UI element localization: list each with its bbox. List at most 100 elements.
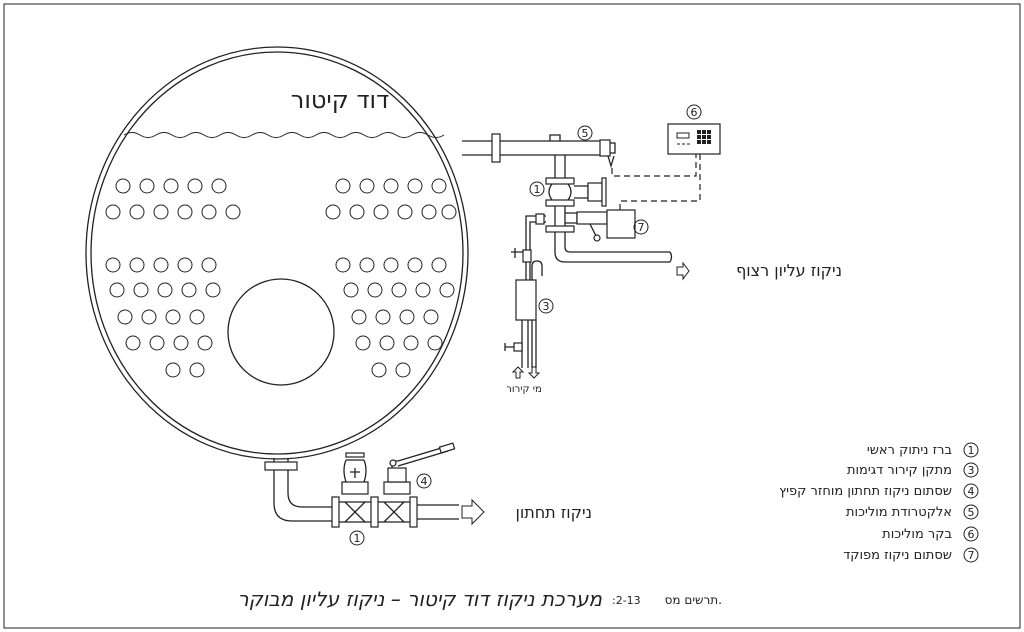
svg-text:ברז ניתוק ראשי: ברז ניתוק ראשי	[867, 443, 952, 458]
sample-cooler	[515, 279, 537, 321]
boiler-tube	[153, 257, 169, 273]
boiler-tube	[129, 204, 145, 220]
boiler-tube	[415, 282, 431, 298]
boiler-tube	[187, 178, 203, 194]
signal-line-valve	[619, 154, 701, 210]
boiler-tube	[129, 257, 145, 273]
keypad-key	[707, 135, 711, 139]
boiler-title: דוד קיטור	[291, 86, 389, 114]
boiler-tube	[395, 362, 411, 378]
furnace-tube	[227, 278, 335, 386]
water-level-line	[123, 132, 445, 138]
svg-text:4: 4	[968, 485, 975, 498]
boiler-tube	[225, 204, 241, 220]
boiler-tube	[431, 178, 447, 194]
boiler-tube	[109, 282, 125, 298]
boiler-tube	[157, 282, 173, 298]
top-blowdown-piping	[462, 133, 673, 379]
svg-text:שסתום ניקוז תחתון מוחזר קפיץ: שסתום ניקוז תחתון מוחזר קפיץ	[779, 484, 952, 499]
boiler-tube	[189, 362, 205, 378]
drawing-number: :2-13	[612, 594, 641, 607]
boiler-tube	[431, 257, 447, 273]
svg-text:3: 3	[543, 300, 550, 313]
boiler-tube	[125, 335, 141, 351]
callout-7: 7	[633, 219, 649, 235]
callout-4: 4	[416, 473, 432, 489]
svg-text:1: 1	[354, 532, 361, 545]
boiler-tube	[105, 204, 121, 220]
callout-3: 3	[538, 298, 554, 314]
boiler-tube	[423, 309, 439, 325]
svg-text:1: 1	[968, 444, 975, 457]
svg-text:6: 6	[691, 106, 698, 119]
svg-text:1: 1	[534, 183, 541, 196]
conductivity-electrode	[599, 139, 611, 157]
callout-6: 6	[686, 104, 702, 120]
bottom-blowdown-piping	[264, 442, 459, 528]
svg-text:6: 6	[968, 528, 975, 541]
boiler-shell	[85, 46, 469, 460]
boiler-tube	[367, 282, 383, 298]
boiler-tube	[439, 282, 455, 298]
conductivity-controller	[667, 123, 721, 155]
legend-item: 3 מתקן קירור דגימות	[847, 462, 979, 478]
cooling-water-label: מי קירור	[506, 384, 542, 395]
svg-text:4: 4	[421, 475, 428, 488]
boiler-tube	[343, 282, 359, 298]
boiler-tube	[181, 282, 197, 298]
boiler-tube	[427, 335, 443, 351]
boiler-tube	[397, 204, 413, 220]
boiler-tube	[373, 204, 389, 220]
boiler-tube	[201, 204, 217, 220]
boiler-tube	[375, 309, 391, 325]
boiler-tube	[197, 335, 213, 351]
keypad-key	[702, 140, 706, 144]
boiler-tube	[359, 257, 375, 273]
boiler-tube	[117, 309, 133, 325]
boiler-tube	[149, 335, 165, 351]
boiler-tube	[421, 204, 437, 220]
keypad-key	[707, 130, 711, 134]
boiler-tube	[173, 335, 189, 351]
svg-text:5: 5	[582, 127, 589, 140]
boiler-tube	[177, 257, 193, 273]
callout-1-top: 1	[529, 181, 545, 197]
boiler-tube	[391, 282, 407, 298]
frame-border	[3, 3, 1021, 629]
boiler-tube	[355, 335, 371, 351]
boiler-tube	[139, 178, 155, 194]
boiler-tube	[379, 335, 395, 351]
boiler-tube	[211, 178, 227, 194]
controlled-valve-actuator	[606, 209, 636, 239]
drawing-title: מערכת ניקוז דוד קיטור – ניקוז עליון מבוק…	[237, 587, 602, 611]
boiler-tube	[371, 362, 387, 378]
svg-text:מתקן קירור דגימות: מתקן קירור דגימות	[847, 463, 952, 478]
boiler-tube	[403, 335, 419, 351]
flange	[491, 133, 501, 163]
svg-text:בקר מוליכות: בקר מוליכות	[882, 527, 952, 542]
boiler-tube	[115, 178, 131, 194]
boiler-tubes	[105, 178, 457, 378]
keypad-key	[697, 140, 701, 144]
boiler-tube	[359, 178, 375, 194]
svg-text:3: 3	[968, 464, 975, 477]
boiler-tube	[335, 178, 351, 194]
keypad-key	[697, 135, 701, 139]
svg-text:7: 7	[638, 221, 645, 234]
keypad-key	[702, 135, 706, 139]
boiler-tube	[325, 204, 341, 220]
boiler-tube	[383, 257, 399, 273]
boiler-tube	[153, 204, 169, 220]
bottom-outlet-arrow	[461, 498, 485, 526]
top-outlet-arrow	[676, 261, 690, 281]
boiler-tube	[165, 309, 181, 325]
svg-text:7: 7	[968, 549, 975, 562]
keypad-key	[697, 130, 701, 134]
boiler-tube	[351, 309, 367, 325]
boiler-tube	[177, 204, 193, 220]
boiler-tube	[133, 282, 149, 298]
